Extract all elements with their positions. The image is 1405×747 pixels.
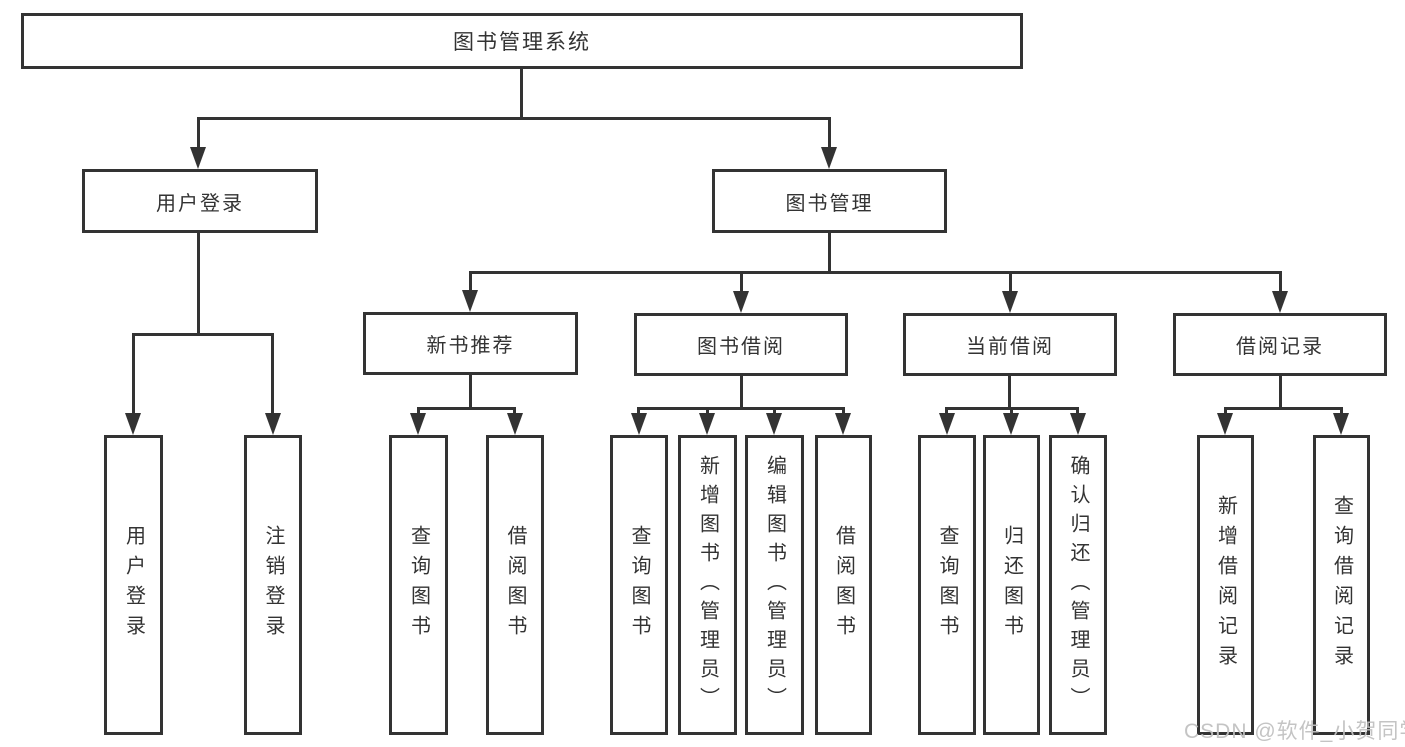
- leaf-records-query-borrow-record: 查询借阅记录: [1313, 435, 1370, 735]
- arrowhead-down: [125, 413, 141, 435]
- connector-line: [1340, 407, 1343, 416]
- leaf-borrow-add-books-admin: 新增图书（管理员）: [678, 435, 737, 735]
- watermark: CSDN @软件_小贺同学: [1184, 720, 1405, 743]
- connector-rail: [417, 407, 516, 410]
- connector-line: [637, 407, 640, 416]
- arrowhead-down: [1272, 291, 1288, 313]
- connector-line: [1010, 407, 1013, 416]
- node-new-book-recommendation: 新书推荐: [363, 312, 578, 375]
- arrowhead-down: [507, 413, 523, 435]
- arrowhead-down: [462, 290, 478, 312]
- leaf-newbook-query-books: 查询图书: [389, 435, 448, 735]
- connector-line: [945, 407, 948, 416]
- connector-book-mgmt-stem: [828, 233, 831, 271]
- connector-line: [132, 333, 135, 415]
- connector-line: [197, 117, 200, 150]
- leaf-borrow-borrow-books: 借阅图书: [815, 435, 872, 735]
- connector-line: [1224, 407, 1227, 416]
- connector-level3-rail: [469, 271, 1282, 274]
- connector-line: [513, 407, 516, 416]
- connector-rail: [637, 407, 845, 410]
- connector-level2-rail: [197, 117, 831, 120]
- leaf-current-return-books: 归还图书: [983, 435, 1040, 735]
- connector-line: [1009, 271, 1012, 293]
- connector-line: [1279, 271, 1282, 293]
- node-book-management: 图书管理: [712, 169, 947, 233]
- node-borrowing-records: 借阅记录: [1173, 313, 1387, 376]
- connector-stem: [1008, 376, 1011, 407]
- leaf-user-login: 用户登录: [104, 435, 163, 735]
- arrowhead-down: [190, 147, 206, 169]
- connector-rail: [1224, 407, 1343, 410]
- connector-root-stem: [520, 67, 523, 119]
- leaf-borrow-query-books: 查询图书: [610, 435, 668, 735]
- node-current-borrowing: 当前借阅: [903, 313, 1117, 376]
- connector-user-login-stem: [197, 233, 200, 333]
- connector-user-login-rail: [132, 333, 274, 336]
- leaf-current-confirm-return-admin: 确认归还（管理员）: [1049, 435, 1107, 735]
- arrowhead-down: [631, 413, 647, 435]
- connector-stem: [1279, 376, 1282, 407]
- arrowhead-down: [1003, 413, 1019, 435]
- arrowhead-down: [265, 413, 281, 435]
- arrowhead-down: [699, 413, 715, 435]
- node-library-management-system: 图书管理系统: [21, 13, 1023, 69]
- connector-line: [1076, 407, 1079, 416]
- arrowhead-down: [821, 147, 837, 169]
- connector-stem: [740, 376, 743, 407]
- connector-stem: [469, 375, 472, 407]
- node-book-borrowing: 图书借阅: [634, 313, 848, 376]
- connector-line: [706, 407, 709, 416]
- connector-line: [740, 271, 743, 293]
- arrowhead-down: [766, 413, 782, 435]
- arrowhead-down: [410, 413, 426, 435]
- leaf-current-query-books: 查询图书: [918, 435, 976, 735]
- connector-line: [469, 271, 472, 293]
- arrowhead-down: [835, 413, 851, 435]
- arrowhead-down: [1002, 291, 1018, 313]
- arrowhead-down: [1070, 413, 1086, 435]
- arrowhead-down: [939, 413, 955, 435]
- connector-line: [842, 407, 845, 416]
- arrowhead-down: [1217, 413, 1233, 435]
- node-user-login: 用户登录: [82, 169, 318, 233]
- connector-line: [773, 407, 776, 416]
- leaf-newbook-borrow-books: 借阅图书: [486, 435, 544, 735]
- connector-line: [417, 407, 420, 416]
- connector-line: [271, 333, 274, 415]
- connector-line: [828, 117, 831, 150]
- arrowhead-down: [733, 291, 749, 313]
- leaf-records-add-borrow-record: 新增借阅记录: [1197, 435, 1254, 735]
- leaf-borrow-edit-books-admin: 编辑图书（管理员）: [745, 435, 804, 735]
- leaf-logout: 注销登录: [244, 435, 302, 735]
- arrowhead-down: [1333, 413, 1349, 435]
